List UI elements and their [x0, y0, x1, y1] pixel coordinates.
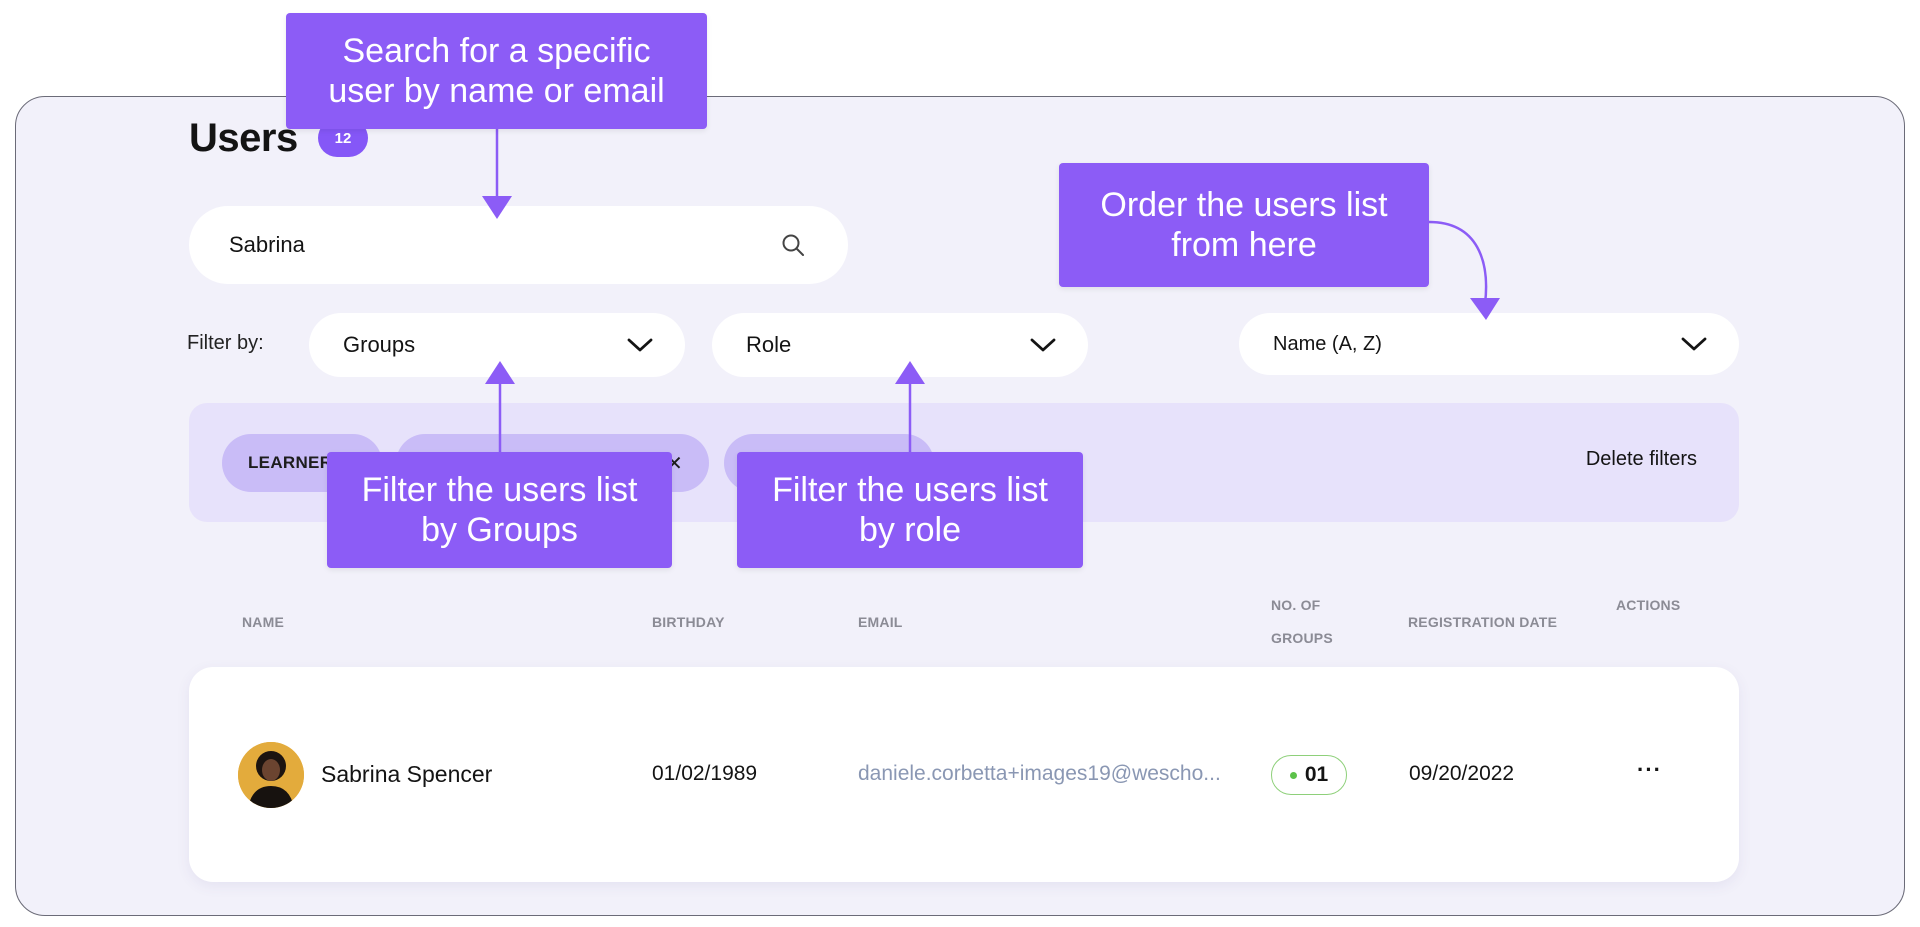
callout-search-line1: Search for a specific — [342, 32, 651, 70]
user-birthday: 01/02/1989 — [652, 762, 758, 785]
user-registration-date: 09/20/2022 — [1409, 762, 1515, 785]
filter-by-label: Filter by: — [187, 332, 264, 354]
callout-search: Search for a specific user by name or em… — [286, 13, 707, 129]
search-icon[interactable] — [778, 230, 808, 260]
table-row[interactable]: Sabrina Spencer 01/02/1989 daniele.corbe… — [189, 667, 1739, 882]
callout-search-line2: user by name or email — [328, 72, 665, 110]
groups-count-badge: 01 — [1271, 755, 1347, 795]
callout-order: Order the users list from here — [1059, 163, 1429, 287]
filter-chip-label: LEARNER — [248, 453, 333, 472]
callout-role: Filter the users list by role — [737, 452, 1083, 568]
status-dot-icon — [1289, 771, 1297, 779]
user-email: daniele.corbetta+images19@wescho... — [858, 762, 1221, 785]
page-title: Users — [189, 116, 298, 160]
column-header-groups-line1: NO. OF — [1271, 597, 1321, 613]
column-header-groups: NO. OF GROUPS — [1271, 589, 1333, 655]
groups-filter-select[interactable]: Groups — [309, 313, 685, 377]
column-header-groups-line2: GROUPS — [1271, 630, 1333, 646]
chevron-down-icon — [1679, 329, 1709, 359]
callout-role-line1: Filter the users list — [772, 471, 1048, 509]
groups-filter-value: Groups — [343, 332, 416, 357]
callout-groups-line1: Filter the users list — [361, 471, 638, 509]
delete-filters-button[interactable]: Delete filters — [1585, 448, 1697, 470]
search-bar[interactable] — [189, 206, 848, 284]
column-header-birthday: BIRTHDAY — [652, 614, 725, 630]
column-header-email: EMAIL — [858, 614, 903, 630]
callout-order-line1: Order the users list — [1100, 186, 1388, 224]
sort-order-select[interactable]: Name (A, Z) — [1239, 313, 1739, 375]
user-name[interactable]: Sabrina Spencer — [321, 761, 493, 787]
chevron-down-icon — [1028, 330, 1058, 360]
avatar — [238, 742, 304, 808]
callout-groups-line2: by Groups — [421, 511, 578, 549]
callout-groups: Filter the users list by Groups — [327, 452, 672, 568]
column-header-registration: REGISTRATION DATE — [1408, 614, 1558, 630]
search-input[interactable] — [229, 232, 778, 258]
sort-order-value: Name (A, Z) — [1273, 332, 1382, 355]
role-filter-value: Role — [746, 332, 792, 357]
role-filter-select[interactable]: Role — [712, 313, 1088, 377]
chevron-down-icon — [625, 330, 655, 360]
column-header-actions: ACTIONS — [1616, 597, 1681, 613]
groups-count: 01 — [1304, 763, 1329, 786]
more-actions-icon[interactable]: ··· — [1637, 757, 1662, 782]
callout-order-line2: from here — [1171, 226, 1317, 264]
column-header-name: NAME — [242, 614, 285, 630]
callout-role-line2: by role — [858, 511, 962, 549]
